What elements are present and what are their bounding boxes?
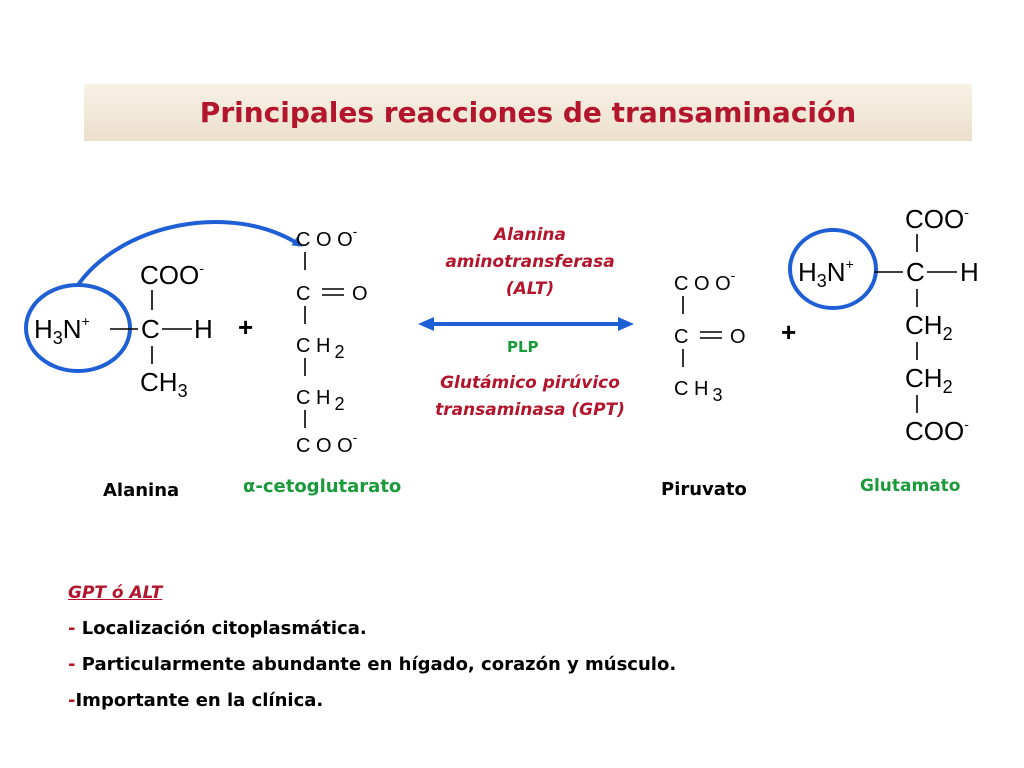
curved-arrow-icon: [76, 219, 303, 287]
enzyme-line-4: Glutámico pirúvico: [440, 373, 620, 393]
label-glutamato: Glutamato: [860, 476, 961, 496]
note-text-3: Importante en la clínica.: [75, 690, 324, 711]
svg-text:COO-: COO-: [140, 260, 204, 290]
alanina-top-charge: -: [199, 260, 204, 276]
glutamato-structure: COO- H3N+ C H CH2 CH2 COO-: [788, 204, 979, 446]
svg-text:C H2: C H2: [296, 335, 344, 362]
svg-text:CH2: CH2: [905, 363, 953, 397]
svg-text:C H2: C H2: [296, 387, 344, 414]
enzyme-line-3: (ALT): [505, 279, 555, 299]
svg-text:H: H: [960, 257, 979, 287]
note-line-3: -Importante en la clínica.: [68, 683, 676, 719]
svg-text:C O O-: C O O-: [296, 223, 358, 251]
enzyme-line-1: Alanina: [494, 225, 566, 245]
svg-text:H3N+: H3N+: [798, 256, 854, 291]
note-line-1: - Localización citoplasmática.: [68, 611, 676, 647]
plus-sign-2: +: [781, 317, 796, 347]
enzyme-name-gpt: Glutámico pirúvico transaminasa (GPT): [410, 370, 650, 424]
title-banner: Principales reacciones de transaminación: [84, 84, 972, 141]
svg-text:C: C: [674, 326, 688, 348]
alanina-structure: COO- H3N+ C H CH3: [24, 219, 303, 401]
notes-heading: GPT ó ALT: [68, 583, 163, 603]
plus-sign-1: +: [238, 312, 253, 342]
alanina-center: C: [141, 314, 160, 344]
note-line-2: - Particularmente abundante en hígado, c…: [68, 647, 676, 683]
label-alanina: Alanina: [103, 480, 180, 501]
alanina-top: COO: [140, 260, 199, 290]
enzyme-line-5: transaminasa (GPT): [435, 400, 625, 420]
svg-text:C O O-: C O O-: [674, 267, 736, 295]
label-piruvato: Piruvato: [661, 479, 747, 500]
notes-section: GPT ó ALT - Localización citoplasmática.…: [68, 583, 676, 719]
alanina-bottom: CH: [140, 367, 178, 397]
svg-text:O: O: [730, 326, 746, 348]
svg-text:H3N+: H3N+: [34, 313, 90, 348]
alanina-left-h: H: [34, 314, 53, 344]
label-alfa-cetoglutarato: α-cetoglutarato: [243, 476, 402, 497]
svg-text:C: C: [906, 257, 925, 287]
svg-text:C: C: [296, 283, 310, 305]
note-text-2: Particularmente abundante en hígado, cor…: [81, 654, 677, 675]
amino-group-circle-glutamato: [788, 228, 878, 310]
note-text-1: Localización citoplasmática.: [81, 618, 367, 639]
enzyme-line-2: aminotransferasa: [445, 252, 615, 272]
enzyme-name-alt: Alanina aminotransferasa (ALT): [420, 222, 640, 303]
page-title: Principales reacciones de transaminación: [199, 96, 857, 129]
svg-text:CH2: CH2: [905, 310, 953, 344]
svg-text:O: O: [352, 283, 368, 305]
note-bullet-dash: -: [68, 690, 76, 711]
svg-text:C O O-: C O O-: [296, 429, 358, 457]
note-bullet-dash: -: [68, 618, 82, 639]
svg-text:COO-: COO-: [905, 416, 969, 446]
svg-text:CH3: CH3: [140, 367, 188, 401]
note-bullet-dash: -: [68, 654, 82, 675]
svg-text:COO-: COO-: [905, 204, 969, 234]
cofactor-plp: PLP: [507, 338, 539, 356]
alanina-right: H: [194, 314, 213, 344]
svg-text:C H3: C H3: [674, 378, 722, 405]
